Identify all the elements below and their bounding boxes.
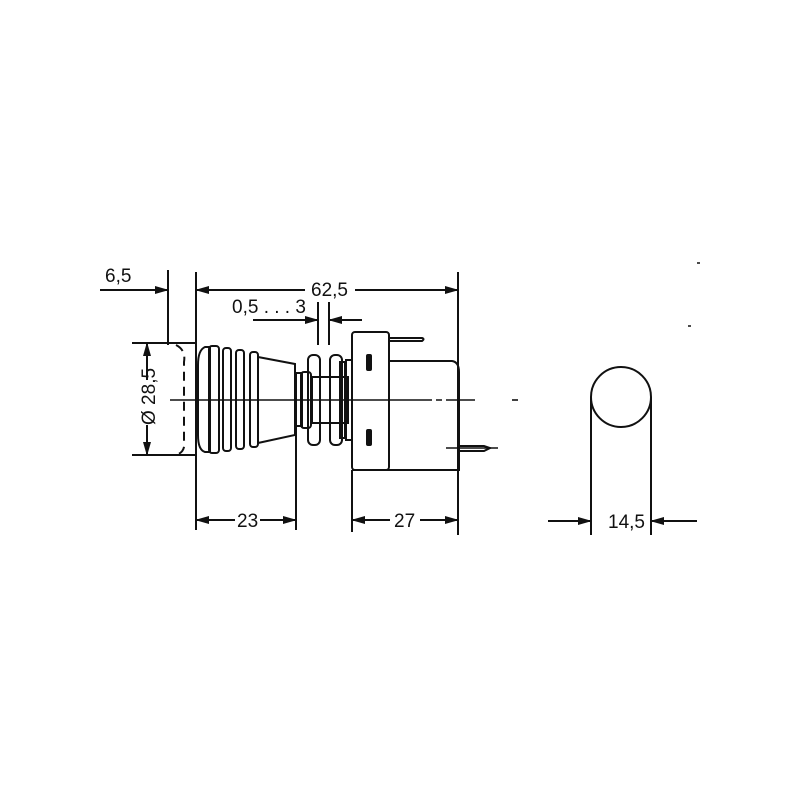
dim-flange-thickness: 6,5 <box>105 266 131 287</box>
terminal-slot <box>366 354 372 371</box>
switch-body <box>351 331 498 471</box>
dim-diameter: Ø 28,5 <box>139 368 160 425</box>
terminal-slot <box>366 429 372 446</box>
dim-front-length: 23 <box>237 511 258 532</box>
dim-panel-thickness: 0,5 . . . 3 <box>232 297 306 318</box>
dim-overall-length: 62,5 <box>311 280 348 301</box>
end-view: 14,5 <box>548 262 700 535</box>
panel-cutout-outline <box>175 344 186 456</box>
button-circle <box>590 366 652 428</box>
side-view: 6,5 62,5 0,5 . . . 3 Ø 28,5 23 27 <box>100 266 518 535</box>
dim-side-width: 14,5 <box>608 512 645 533</box>
terminal-pin <box>389 337 425 342</box>
dim-rear-length: 27 <box>394 511 415 532</box>
